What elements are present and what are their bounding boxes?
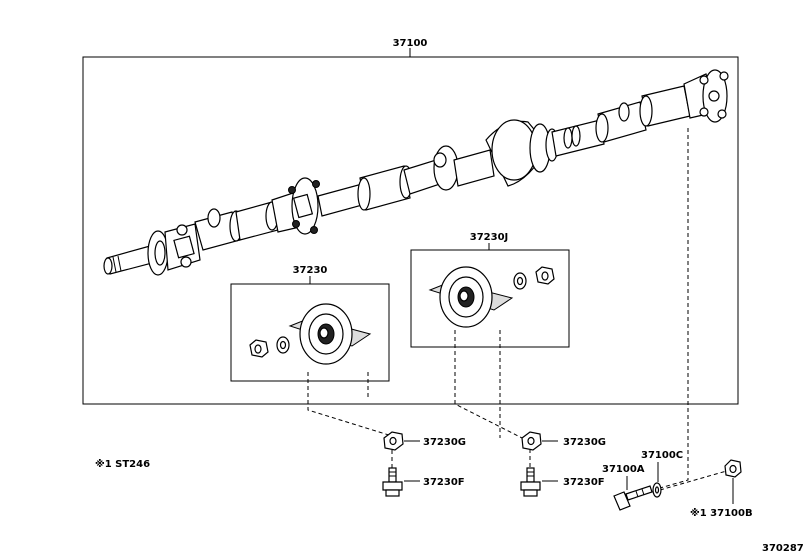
front-universal-joint — [147, 223, 201, 276]
center-bearing-37230 — [288, 303, 372, 365]
bolt-37100a — [613, 485, 653, 511]
label-37230j: 37230J — [470, 232, 509, 243]
washer-37100c — [652, 482, 662, 498]
label-37230g-right: 37230G — [563, 437, 606, 448]
figure-number: 370287 — [762, 543, 804, 554]
nut-37230g-right — [521, 431, 542, 451]
bearing-box-37230 — [230, 283, 390, 382]
nut-37230 — [249, 339, 269, 358]
washer-37230 — [276, 336, 290, 354]
middle-flange — [433, 145, 495, 191]
shaft-tube-3 — [595, 85, 691, 143]
label-37100c: 37100C — [641, 450, 683, 461]
label-37100a: 37100A — [602, 464, 645, 475]
center-universal-joint — [271, 177, 320, 235]
propeller-shaft — [103, 69, 729, 276]
bolt-37230f-right — [520, 467, 541, 497]
bolt-37230f-left — [382, 467, 403, 497]
label-37230: 37230 — [293, 265, 328, 276]
label-37230f-right: 37230F — [563, 477, 605, 488]
washer-37230j — [513, 272, 527, 290]
note-st246: ※1 ST246 — [95, 458, 150, 470]
label-37100b: ※1 37100B — [690, 507, 753, 519]
shaft-tube-2 — [317, 159, 441, 217]
label-37230g-left: 37230G — [423, 437, 466, 448]
nut-37230g-left — [383, 431, 404, 451]
nut-37230j — [535, 266, 555, 285]
label-37230f-left: 37230F — [423, 477, 465, 488]
bearing-box-37230j — [410, 249, 570, 348]
label-37100: 37100 — [393, 38, 428, 49]
rear-bearing-housing — [485, 119, 605, 187]
rear-universal-joint — [683, 69, 729, 123]
center-bearing-37230j — [428, 266, 514, 328]
nut-37100b — [724, 459, 742, 478]
shaft-tube-1 — [194, 201, 279, 251]
